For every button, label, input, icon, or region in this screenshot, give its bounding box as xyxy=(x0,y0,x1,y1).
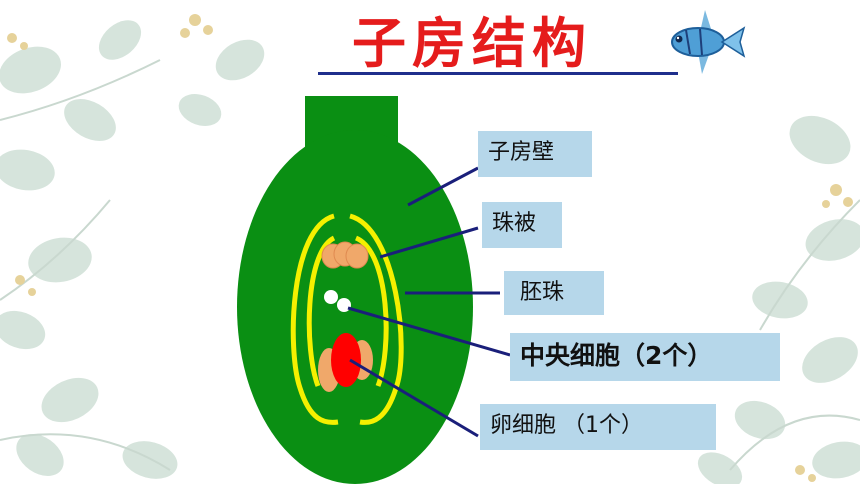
label-central-cell: 中央细胞（2个） xyxy=(510,333,780,381)
page-title: 子房结构 xyxy=(352,11,592,75)
polar-nucleus xyxy=(324,290,338,304)
leader-line xyxy=(349,358,479,438)
label-ovary-wall: 子房壁 xyxy=(478,131,592,177)
label-egg-cell: 卵细胞 （1个） xyxy=(480,404,716,450)
label-integument: 珠被 xyxy=(482,202,562,248)
leader-line xyxy=(379,226,479,259)
ovary-wall-shape xyxy=(237,130,473,484)
inner-integument xyxy=(306,235,389,387)
title-underline xyxy=(318,72,678,75)
label-ovule: 胚珠 xyxy=(504,271,604,315)
outer-integument xyxy=(290,213,404,425)
angelfish-icon xyxy=(671,10,746,74)
polar-nucleus xyxy=(337,298,351,312)
antipodal-cells xyxy=(321,241,369,269)
egg-cell-shape xyxy=(331,333,361,387)
leader-line xyxy=(407,166,479,207)
leader-line xyxy=(347,306,511,357)
